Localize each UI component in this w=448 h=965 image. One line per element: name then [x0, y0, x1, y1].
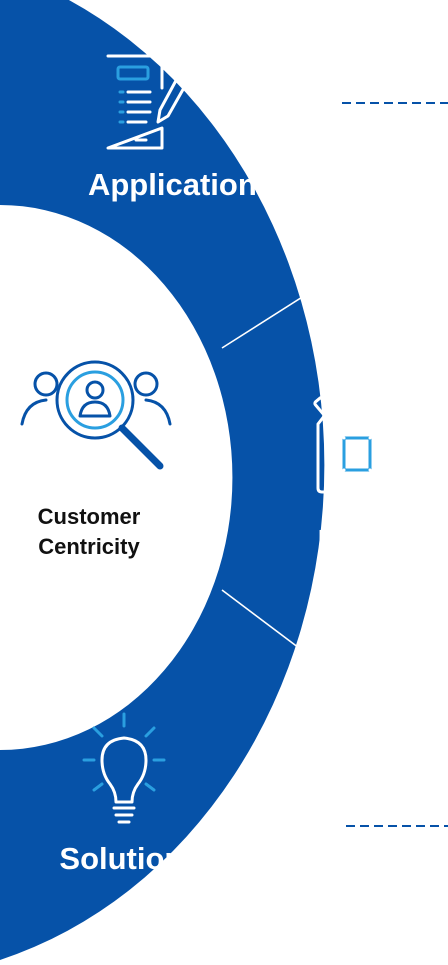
segment-label-fuels: Fuels	[317, 523, 399, 558]
document-edit-icon	[106, 54, 196, 150]
outer-ring	[0, 0, 325, 960]
lightbulb-icon	[82, 712, 166, 824]
user-search-icon	[20, 360, 172, 470]
center-label-line2: Centricity	[38, 534, 140, 559]
center-label-line1: Customer	[37, 504, 141, 529]
divider-fuels-solutions	[221, 589, 393, 719]
fuel-can-icon	[313, 395, 398, 494]
segment-label-solutions: Solutions	[59, 841, 201, 876]
segment-label-applications: Applications	[87, 167, 274, 202]
center-label: Customer Centricity	[14, 502, 164, 562]
divider-applications-fuels	[221, 239, 393, 349]
